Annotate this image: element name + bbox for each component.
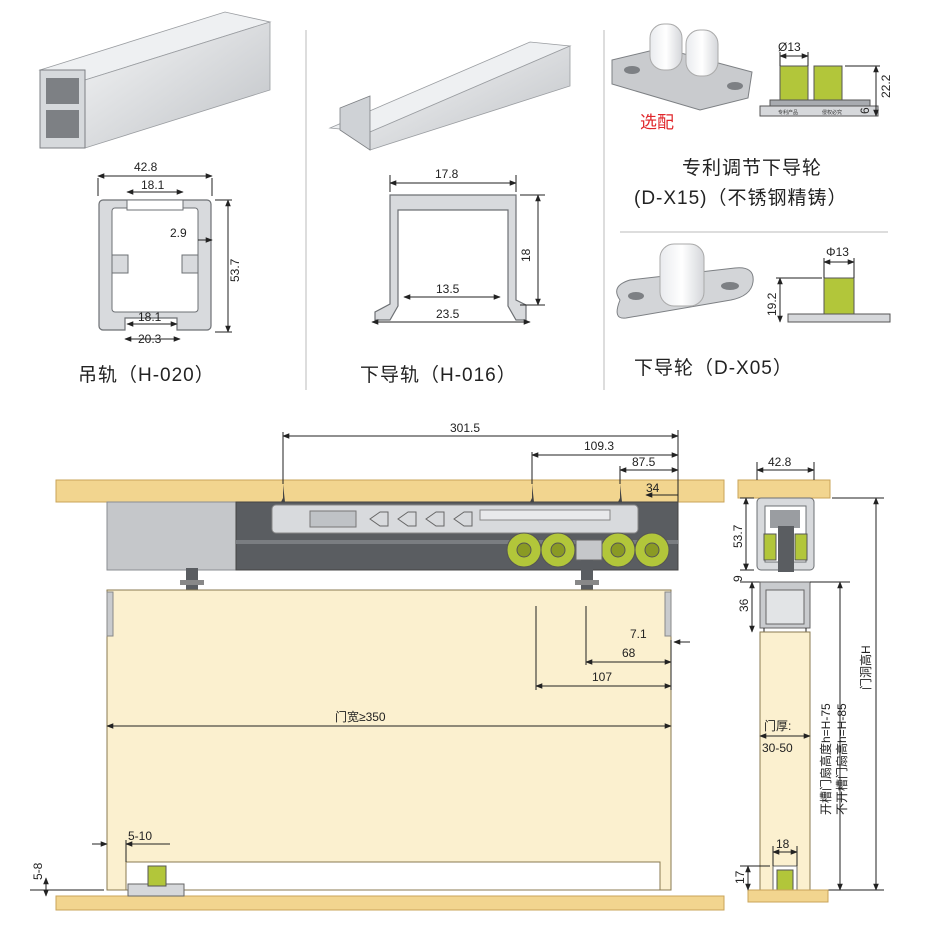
floor-board bbox=[55, 895, 725, 911]
slot-door-height: 开槽门扇高度h=H-75 bbox=[818, 703, 833, 815]
dim-lower-height: 18 bbox=[519, 248, 533, 262]
dim-offset-107: 107 bbox=[592, 670, 612, 684]
dim-offset-small: 7.1 bbox=[630, 627, 647, 641]
base-text-left: 专利产品 bbox=[778, 109, 798, 116]
guide-wheel-panel: Φ13 19.2 下导轮（D-X05） bbox=[616, 243, 891, 379]
patent-guide-caption-1: 专利调节下导轮 bbox=[682, 157, 822, 179]
hanging-rail-panel: 42.8 18.1 2.9 53.7 18.1 20.3 吊轨（H-020） bbox=[38, 11, 272, 386]
damper-arrows bbox=[369, 511, 473, 527]
dim-screw-span: 301.5 bbox=[450, 421, 480, 435]
door-thickness-label: 门厚: bbox=[764, 718, 791, 733]
guide-wheel-caption: 下导轮（D-X05） bbox=[634, 357, 793, 379]
lower-rail-panel: 17.8 18 13.5 23.5 下导轨（H-016） bbox=[328, 41, 572, 386]
dim-screw-mid: 109.3 bbox=[584, 439, 614, 453]
door-panel bbox=[106, 589, 672, 891]
lower-rail-photo bbox=[328, 41, 572, 151]
rollers bbox=[506, 532, 670, 568]
screws bbox=[281, 484, 622, 502]
front-view: 301.5 109.3 87.5 34 bbox=[30, 421, 725, 911]
side-guide-wheel bbox=[776, 869, 794, 891]
dim-patent-height: 22.2 bbox=[879, 74, 893, 98]
side-floor bbox=[747, 889, 829, 903]
dim-side-gap: 9 bbox=[731, 575, 745, 582]
dim-gap: 5-10 bbox=[128, 829, 152, 843]
door-thickness-value: 30-50 bbox=[762, 741, 793, 755]
dim-side-rail-height: 53.7 bbox=[731, 524, 745, 548]
dim-slot-top: 18.1 bbox=[141, 178, 165, 192]
dim-patent-diameter: Ø13 bbox=[778, 40, 801, 54]
dim-wheel-height: 19.2 bbox=[765, 292, 779, 316]
guide-wheel-section bbox=[787, 277, 891, 323]
side-door bbox=[759, 631, 811, 891]
dim-slot-bottom: 18.1 bbox=[138, 310, 162, 324]
hanging-rail-section bbox=[98, 199, 212, 331]
dim-patent-base: 6 bbox=[858, 107, 872, 114]
option-label: 选配 bbox=[640, 113, 674, 132]
dim-lower-outer: 23.5 bbox=[436, 307, 460, 321]
dim-side-rail-width: 42.8 bbox=[768, 455, 792, 469]
side-rail bbox=[756, 497, 815, 572]
dim-offset-68: 68 bbox=[622, 646, 636, 660]
side-view: 42.8 53.7 9 36 30 门厚: 30-50 开槽门扇高度h=H- bbox=[731, 455, 884, 903]
door-bottom-groove bbox=[125, 861, 661, 891]
rail-cover bbox=[106, 501, 242, 571]
dim-groove-width: 18 bbox=[776, 837, 790, 851]
dim-screw-end: 87.5 bbox=[632, 455, 656, 469]
dim-rail-height: 53.7 bbox=[228, 258, 242, 282]
lower-rail-caption: 下导轨（H-016） bbox=[360, 364, 517, 386]
dim-bracket-36: 36 bbox=[737, 598, 751, 612]
patent-guide-panel: 选配 专利产品 侵权必究 Ø13 22.2 6 专利调节下导轮 (D-X15)（… bbox=[611, 23, 893, 209]
floor-guide-wheel bbox=[147, 865, 167, 887]
side-ceiling bbox=[737, 479, 831, 499]
dim-lower-gap: 13.5 bbox=[436, 282, 460, 296]
dim-groove-depth: 17 bbox=[733, 870, 747, 884]
dim-edge: 34 bbox=[646, 481, 660, 495]
side-bracket bbox=[759, 581, 811, 629]
noslot-door-height: 不开槽门扇高h=H-85 bbox=[834, 703, 849, 815]
base-text-right: 侵权必究 bbox=[822, 109, 842, 116]
patent-guide-photo bbox=[611, 23, 753, 111]
dim-wheel-diameter: Φ13 bbox=[826, 245, 849, 259]
dim-floor-gap: 5-8 bbox=[31, 862, 45, 880]
patent-guide-caption-2: (D-X15)（不锈钢精铸） bbox=[634, 187, 848, 209]
dim-bottom-outer: 20.3 bbox=[138, 332, 162, 346]
hanging-rail-caption: 吊轨（H-020） bbox=[78, 364, 215, 386]
guide-wheel-photo bbox=[616, 243, 754, 319]
hanging-rail-photo bbox=[38, 11, 272, 149]
dim-rail-width: 42.8 bbox=[134, 160, 158, 174]
dim-door-width: 门宽≥350 bbox=[335, 709, 386, 724]
hanger-bolts bbox=[180, 560, 599, 590]
ceiling-board bbox=[55, 479, 725, 503]
dim-lip: 2.9 bbox=[170, 226, 187, 240]
opening-height: 门洞高H bbox=[858, 645, 873, 690]
lower-rail-section bbox=[374, 194, 527, 321]
dim-lower-inner: 17.8 bbox=[435, 167, 459, 181]
